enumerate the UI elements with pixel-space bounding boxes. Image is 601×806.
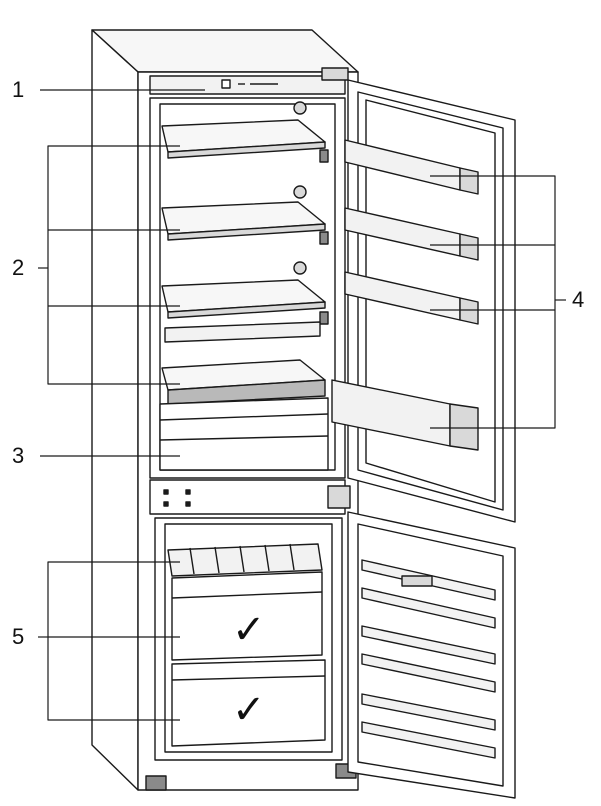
leader-2-bracket <box>47 145 180 385</box>
leader-4-bracket <box>430 175 556 429</box>
control-panel <box>149 75 346 95</box>
freezer-compartment <box>154 517 343 761</box>
leader-5-bracket <box>47 561 180 721</box>
callout-1: 1 <box>12 77 25 102</box>
check-mark-lower-drawer: ✓ <box>232 687 266 733</box>
compartment-divider <box>149 479 346 515</box>
fridge-door <box>331 79 516 523</box>
crisper-drawer <box>159 397 329 471</box>
shelf-support <box>293 101 307 115</box>
foot <box>145 775 167 791</box>
callout-5: 5 <box>12 624 25 649</box>
leader-lines <box>38 89 566 721</box>
fridge-compartment <box>149 97 346 479</box>
shelf-support <box>293 261 307 275</box>
shelf-support <box>293 185 307 199</box>
control-display <box>221 79 231 89</box>
callout-4: 4 <box>572 287 585 312</box>
freezer-door <box>327 485 516 799</box>
ice-tray <box>167 543 323 577</box>
callout-2: 2 <box>12 255 25 280</box>
cabinet-left-side <box>91 29 139 791</box>
freezer-drawer <box>171 659 326 747</box>
check-mark-upper-drawer: ✓ <box>232 607 266 653</box>
hinge-top <box>321 67 349 81</box>
callout-3: 3 <box>12 443 25 468</box>
